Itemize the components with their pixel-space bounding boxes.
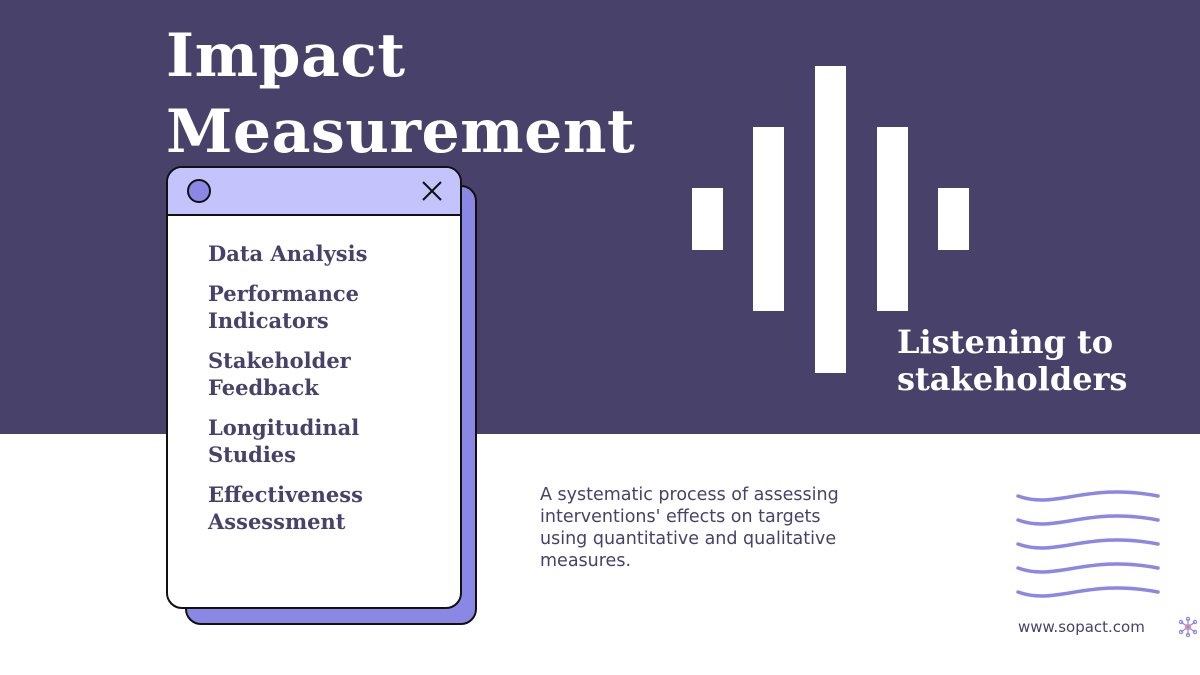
sound-bar [877,127,908,311]
list-item: Effectiveness Assessment [208,481,428,535]
list-item: Performance Indicators [208,280,428,334]
list-item-text: Performance [208,281,359,306]
topics-list: Data Analysis Performance Indicators Sta… [208,240,428,535]
title-line-2: Measurement [166,97,636,167]
list-item-text: Feedback [208,375,319,400]
list-item-text: Assessment [208,509,346,534]
list-item: Data Analysis [208,240,428,267]
sopact-logo-icon [1178,616,1198,638]
title-line-1: Impact [166,21,406,91]
website-link[interactable]: www.sopact.com [1018,618,1145,636]
window-titlebar [168,168,460,216]
listening-caption: Listening to stakeholders [897,324,1127,398]
wavy-lines-icon [1016,490,1160,598]
list-item-text: Indicators [208,308,329,333]
circle-icon [187,179,211,203]
sound-bar [815,66,846,373]
list-item-text: Effectiveness [208,482,363,507]
listening-line-1: Listening to [897,323,1114,361]
topics-window: Data Analysis Performance Indicators Sta… [166,166,462,609]
slide-title: Impact Measurement [166,18,635,170]
sound-bar [938,188,969,250]
list-item-text: Data Analysis [208,241,368,266]
sound-bar [753,127,784,311]
list-item-text: Stakeholder [208,348,351,373]
description-text: A systematic process of assessing interv… [540,485,839,571]
listening-line-2: stakeholders [897,360,1128,398]
list-item-text: Longitudinal [208,415,360,440]
list-item-text: Studies [208,442,296,467]
list-item: Stakeholder Feedback [208,347,428,401]
list-item: Longitudinal Studies [208,414,428,468]
sound-bar [692,188,723,250]
close-icon[interactable] [420,179,444,203]
